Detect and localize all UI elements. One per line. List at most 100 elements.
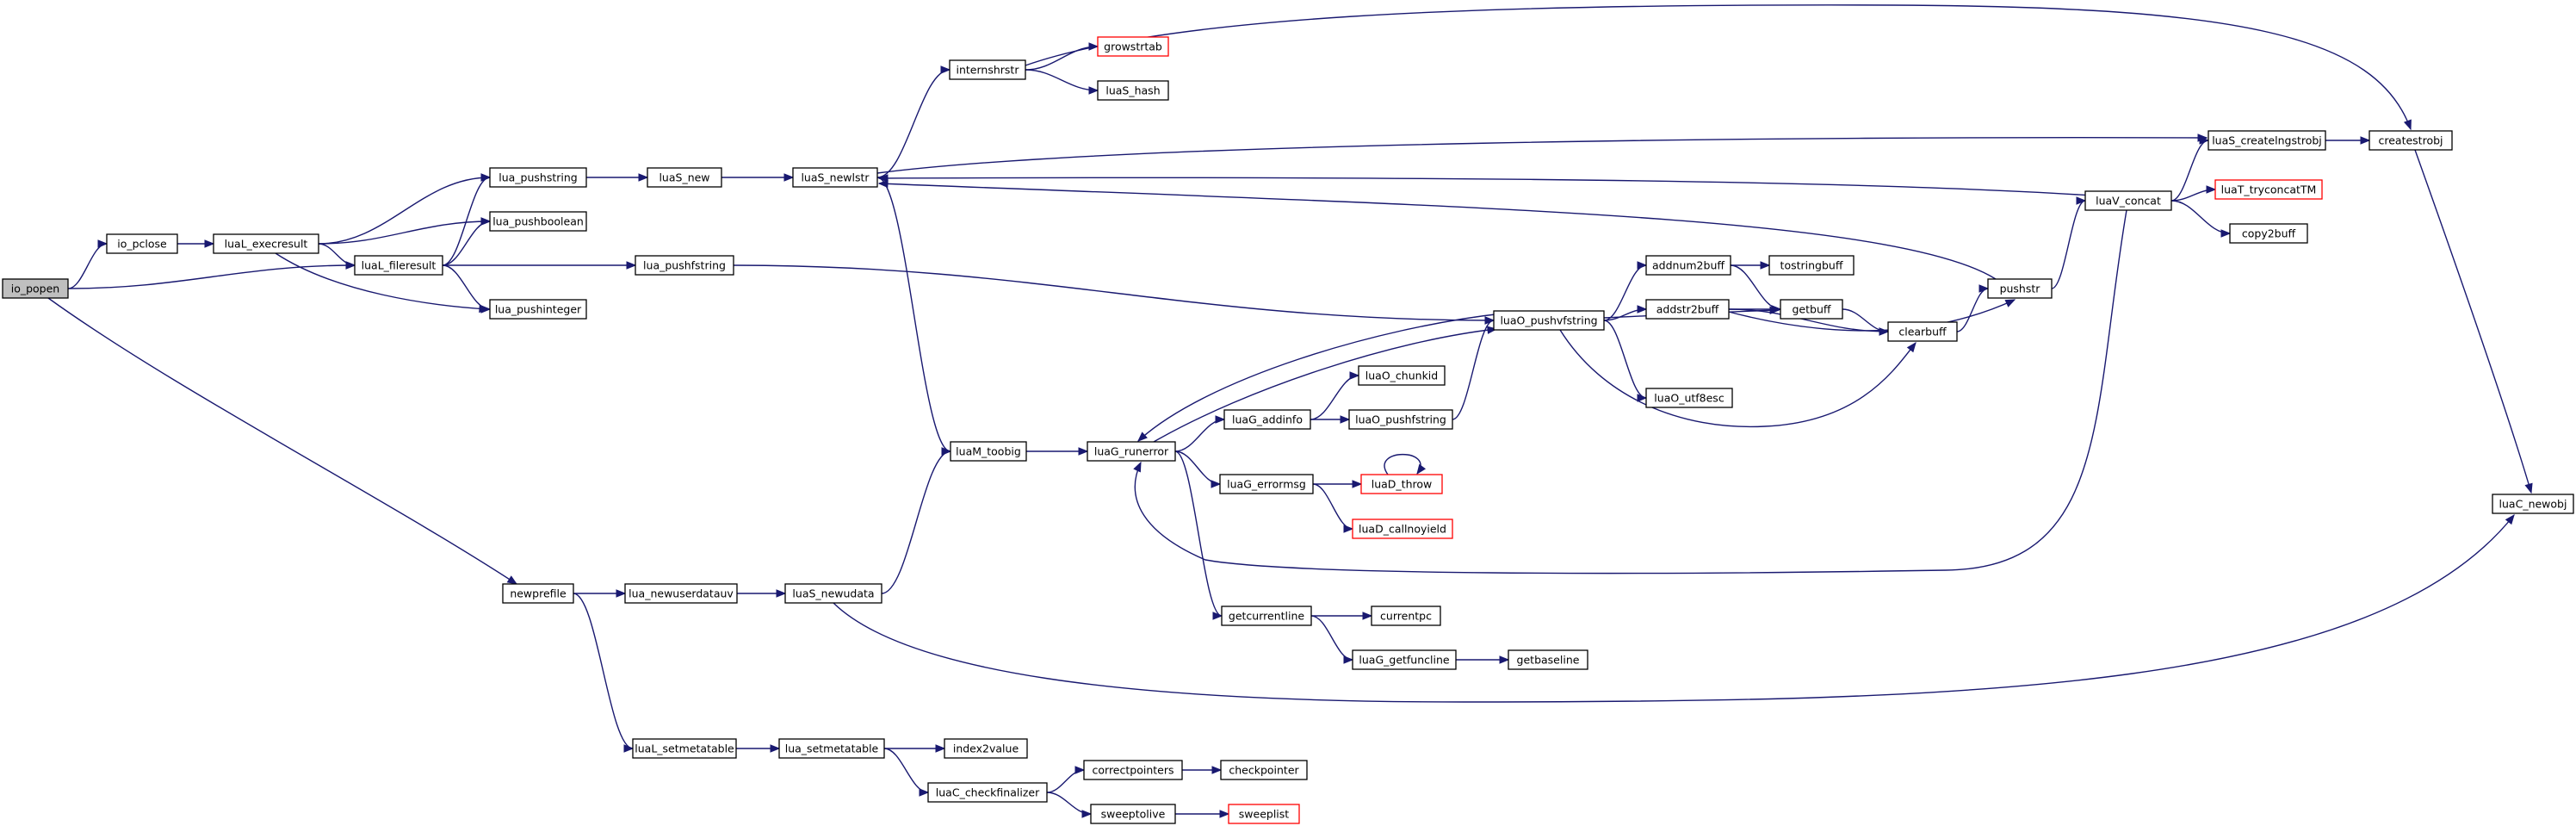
- node-label: getcurrentline: [1229, 610, 1304, 623]
- node-label: checkpointer: [1229, 764, 1299, 777]
- edge-arrowhead: [1637, 394, 1648, 402]
- node-getbaseline[interactable]: getbaseline: [1508, 649, 1588, 670]
- edge-arrowhead: [2004, 299, 2016, 307]
- node-luaO_pushfstring[interactable]: luaO_pushfstring: [1348, 409, 1453, 430]
- node-luaL_setmetatable[interactable]: luaL_setmetatable: [632, 738, 737, 759]
- node-luaG_errormsg[interactable]: luaG_errormsg: [1219, 474, 1314, 494]
- node-luaV_concat[interactable]: luaV_concat: [2084, 190, 2172, 211]
- edge-luaS_newlstr-to-luaS_createlngstrobj: [876, 134, 2208, 174]
- node-pushstr[interactable]: pushstr: [1987, 278, 2053, 299]
- node-internshrstr[interactable]: internshrstr: [949, 59, 1026, 80]
- node-growstrtab[interactable]: growstrtab: [1097, 36, 1169, 57]
- node-addstr2buff[interactable]: addstr2buff: [1645, 299, 1730, 320]
- node-lua_setmetatable[interactable]: lua_setmetatable: [778, 738, 885, 759]
- edge-arrowhead: [1416, 463, 1427, 475]
- node-label: luaL_fileresult: [362, 259, 437, 272]
- node-label: lua_setmetatable: [785, 742, 879, 755]
- node-io_pclose[interactable]: io_pclose: [106, 233, 178, 254]
- node-label: getbaseline: [1517, 654, 1580, 667]
- node-luaG_runerror[interactable]: luaG_runerror: [1087, 441, 1176, 462]
- node-label: luaO_pushvfstring: [1500, 314, 1597, 327]
- node-label: luaG_getfuncline: [1359, 654, 1450, 667]
- node-luaS_hash[interactable]: luaS_hash: [1097, 80, 1169, 101]
- node-clearbuff[interactable]: clearbuff: [1887, 321, 1958, 342]
- node-addnum2buff[interactable]: addnum2buff: [1645, 255, 1731, 276]
- node-checkpointer[interactable]: checkpointer: [1220, 760, 1308, 780]
- edge-internshrstr-to-growstrtab: [1025, 42, 1099, 71]
- edge-line: [442, 220, 491, 266]
- node-currentpc[interactable]: currentpc: [1371, 606, 1441, 626]
- edge-luaG_runerror-to-luaO_pushvfstring: [1153, 326, 1498, 443]
- edge-arrowhead: [1760, 261, 1771, 270]
- node-correctpointers[interactable]: correctpointers: [1083, 760, 1183, 780]
- node-createstrobj[interactable]: createstrobj: [2369, 130, 2453, 151]
- edge-arrowhead: [2206, 185, 2217, 194]
- node-luaC_newobj[interactable]: luaC_newobj: [2492, 494, 2574, 514]
- node-box: [1887, 321, 1958, 342]
- node-index2value[interactable]: index2value: [944, 738, 1028, 759]
- node-luaS_createlngstrobj[interactable]: luaS_createlngstrobj: [2208, 130, 2326, 151]
- node-getcurrentline[interactable]: getcurrentline: [1221, 606, 1312, 626]
- node-copy2buff[interactable]: copy2buff: [2229, 223, 2308, 244]
- node-luaS_new[interactable]: luaS_new: [647, 167, 722, 188]
- edge-luaS_newudata-to-luaM_toobig: [881, 447, 952, 594]
- edge-arrowhead: [1074, 766, 1086, 774]
- node-box: [635, 255, 734, 276]
- node-luaS_newlstr[interactable]: luaS_newlstr: [792, 167, 878, 188]
- edge-arrowhead: [1771, 305, 1782, 314]
- edge-arrowhead: [776, 589, 787, 598]
- node-newprefile[interactable]: newprefile: [502, 583, 574, 604]
- edge-luaV_concat-to-luaG_runerror: [1133, 209, 2127, 574]
- node-getbuff[interactable]: getbuff: [1780, 299, 1843, 320]
- node-sweeplist[interactable]: sweeplist: [1228, 804, 1300, 824]
- node-label: luaT_tryconcatTM: [2221, 183, 2317, 196]
- edge-arrowhead: [1362, 612, 1373, 620]
- edge-lua_newuserdatauv-to-luaS_newudata: [737, 589, 787, 598]
- node-label: luaO_pushfstring: [1355, 413, 1446, 426]
- node-luaG_addinfo[interactable]: luaG_addinfo: [1223, 409, 1311, 430]
- edge-arrowhead: [2505, 513, 2515, 525]
- node-box: [1223, 409, 1311, 430]
- node-luaC_checkfinalizer[interactable]: luaC_checkfinalizer: [927, 782, 1048, 803]
- edge-luaV_concat-to-copy2buff: [2170, 200, 2232, 238]
- node-lua_pushinteger[interactable]: lua_pushinteger: [489, 299, 587, 320]
- edge-line: [1956, 288, 1989, 332]
- node-box: [1083, 760, 1183, 780]
- edge-arrowhead: [506, 575, 518, 585]
- node-label: luaC_newobj: [2499, 498, 2567, 511]
- edge-clearbuff-to-pushstr: [1956, 284, 1990, 332]
- node-lua_pushboolean[interactable]: lua_pushboolean: [489, 211, 587, 232]
- node-tostringbuff[interactable]: tostringbuff: [1768, 255, 1855, 276]
- node-luaT_tryconcatTM[interactable]: luaT_tryconcatTM: [2214, 179, 2323, 200]
- node-luaO_utf8esc[interactable]: luaO_utf8esc: [1645, 388, 1733, 408]
- edge-line: [878, 177, 2093, 196]
- node-lua_newuserdatauv[interactable]: lua_newuserdatauv: [624, 583, 738, 604]
- edge-arrowhead: [1211, 766, 1223, 774]
- node-box: [1508, 649, 1588, 670]
- edge-luaS_newlstr-to-luaM_toobig: [876, 177, 952, 456]
- edge-line: [1603, 320, 1647, 399]
- node-luaD_callnoyield[interactable]: luaD_callnoyield: [1352, 519, 1453, 539]
- node-luaD_throw[interactable]: luaD_throw: [1360, 474, 1443, 494]
- node-luaL_execresult[interactable]: luaL_execresult: [213, 233, 319, 254]
- node-lua_pushfstring[interactable]: lua_pushfstring: [635, 255, 734, 276]
- edge-arrowhead: [1137, 432, 1148, 442]
- node-luaS_newudata[interactable]: luaS_newudata: [784, 583, 882, 604]
- node-sweeptolive[interactable]: sweeptolive: [1090, 804, 1176, 824]
- node-luaM_toobig[interactable]: luaM_toobig: [950, 441, 1027, 462]
- node-label: luaS_createlngstrobj: [2212, 134, 2322, 147]
- node-luaL_fileresult[interactable]: luaL_fileresult: [354, 255, 443, 276]
- edge-arrowhead: [1637, 305, 1648, 314]
- node-box: [632, 738, 737, 759]
- edge-arrowhead: [1352, 480, 1363, 488]
- node-lua_pushstring[interactable]: lua_pushstring: [489, 167, 587, 188]
- node-box: [489, 211, 587, 232]
- node-box: [1645, 299, 1730, 320]
- node-luaO_pushvfstring[interactable]: luaO_pushvfstring: [1493, 310, 1605, 331]
- edge-newprefile-to-luaL_setmetatable: [573, 593, 635, 753]
- node-luaO_chunkid[interactable]: luaO_chunkid: [1358, 365, 1446, 386]
- edge-arrowhead: [1343, 655, 1354, 664]
- node-label: io_popen: [11, 283, 60, 295]
- node-luaG_getfuncline[interactable]: luaG_getfuncline: [1352, 649, 1457, 670]
- node-io_popen[interactable]: io_popen: [2, 278, 69, 299]
